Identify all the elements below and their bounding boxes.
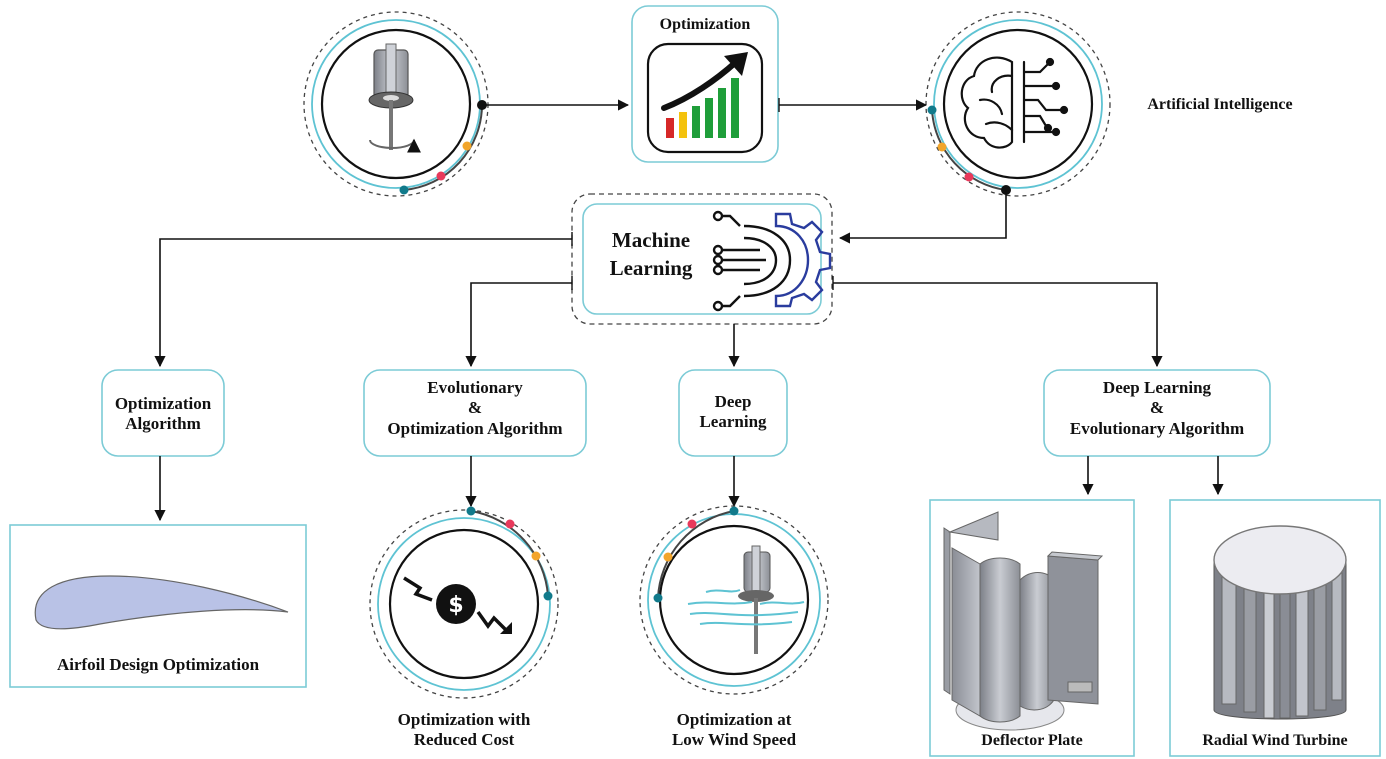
dl-evo-line2: & [1149, 398, 1165, 418]
evo-line2: & [467, 398, 483, 418]
evo-label: Evolutionary & Optimization Algorithm [364, 378, 586, 439]
arrow-ml-to-opt-algo [154, 238, 572, 368]
optimization-box [631, 5, 779, 163]
deep-label: Deep Learning [679, 392, 787, 433]
turbine-wind-icon [687, 545, 805, 654]
ml-gear-icon [712, 210, 832, 312]
dl-evo-box [1043, 369, 1271, 457]
deep-line1: Deep [714, 392, 752, 411]
opt-algo-line2: Algorithm [125, 414, 201, 434]
ml-label: Machine Learning [596, 228, 706, 280]
arrow-ml-to-dl-evo [833, 282, 1163, 368]
low-wind-line1: Optimization at [676, 710, 792, 729]
reduced-cost-label: Optimization with Reduced Cost [364, 710, 564, 749]
optimization-label: Optimization [659, 16, 751, 33]
growth-chart-icon [661, 52, 748, 138]
opt-algo-label: Optimization Algorithm [102, 394, 224, 435]
ml-label-line2: Learning [609, 256, 693, 281]
airfoil-shape [34, 575, 289, 630]
svg-text:$: $ [448, 593, 463, 618]
evo-box [363, 369, 587, 457]
arrow-ml-to-evo [465, 282, 572, 368]
turbine-node [303, 11, 489, 197]
opt-algo-line1: Optimization [114, 394, 212, 413]
low-wind-label: Optimization at Low Wind Speed [634, 710, 834, 749]
ai-label: Artificial Intelligence [1147, 96, 1293, 113]
dl-evo-label: Deep Learning & Evolutionary Algorithm [1044, 378, 1270, 439]
low-wind-line2: Low Wind Speed [671, 729, 797, 749]
reduced-cost-line1: Optimization with [397, 710, 531, 729]
brain-circuit-icon [960, 56, 1069, 149]
airfoil-label: Airfoil Design Optimization [56, 655, 260, 674]
ai-node [925, 11, 1111, 197]
evo-line3: Optimization Algorithm [387, 418, 563, 438]
turbine-icon [368, 43, 421, 153]
dl-evo-line1: Deep Learning [1102, 378, 1212, 397]
radial-label: Radial Wind Turbine [1202, 732, 1348, 749]
reduced-cost-line2: Reduced Cost [413, 729, 515, 749]
arrow-ai-to-ml [838, 190, 1007, 244]
deep-line2: Learning [699, 412, 767, 432]
low-wind-node [639, 505, 829, 695]
opt-algo-box [101, 369, 225, 457]
ml-label-line1: Machine [611, 228, 691, 252]
deflector-plate-model [943, 511, 1104, 731]
ml-box [571, 193, 833, 325]
dollar-down-icon: $ [403, 576, 512, 634]
deep-box [678, 369, 788, 457]
evo-line1: Evolutionary [427, 378, 523, 397]
radial-turbine-model [1213, 525, 1347, 720]
dl-evo-line3: Evolutionary Algorithm [1069, 418, 1245, 438]
reduced-cost-node: $ [369, 506, 559, 699]
deflector-label: Deflector Plate [981, 732, 1083, 749]
